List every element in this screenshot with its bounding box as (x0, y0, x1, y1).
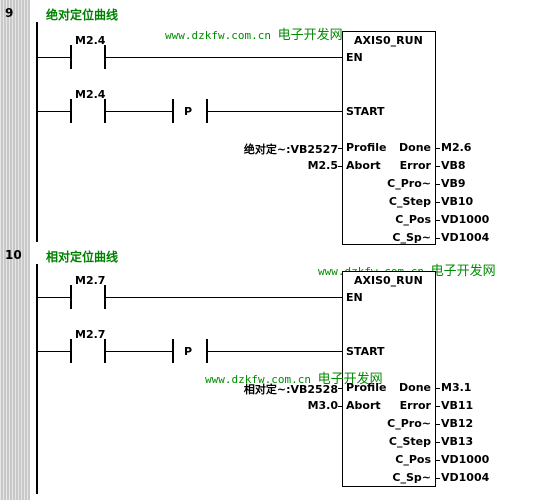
pin-c-pro: C_Pro~ (387, 417, 431, 430)
pin-done: Done (399, 141, 431, 154)
positive-transition-contact[interactable] (172, 99, 208, 123)
pin-error: Error (399, 159, 431, 172)
power-rail-9 (36, 22, 38, 242)
watermark-url: www.dzkfw.com.cn (165, 29, 271, 42)
pin-tick (338, 388, 343, 389)
pin-tick (435, 220, 440, 221)
positive-transition-contact[interactable] (172, 339, 208, 363)
pin-abort: Abort (346, 159, 381, 172)
pin-c-step: C_Step (388, 435, 431, 448)
pin-c-pos: C_Pos (395, 213, 431, 226)
en-contact-label[interactable]: M2.7 (75, 274, 106, 287)
output-c-sp-value[interactable]: VD1004 (441, 231, 490, 244)
pin-c-sp: C_Sp~ (392, 471, 431, 484)
output-error-value[interactable]: VB8 (441, 159, 466, 172)
pin-tick (435, 424, 440, 425)
wire (106, 111, 173, 112)
output-error-value[interactable]: VB11 (441, 399, 474, 412)
network-9-number[interactable]: 9 (5, 6, 14, 20)
wire (106, 297, 343, 298)
watermark-url: www.dzkfw.com.cn (205, 373, 311, 386)
pin-start: START (346, 345, 385, 358)
pin-en: EN (346, 51, 363, 64)
block-title: AXIS0_RUN (354, 274, 423, 287)
profile-parameter[interactable]: 相对定~:VB2528 (243, 383, 338, 396)
watermark-text: 电子开发网 (430, 264, 496, 279)
wire (208, 111, 343, 112)
pin-tick (435, 442, 440, 443)
power-rail-10 (36, 264, 38, 494)
wire (38, 111, 71, 112)
pin-tick (435, 478, 440, 479)
pin-c-step: C_Step (388, 195, 431, 208)
pin-tick (435, 388, 440, 389)
wire (208, 351, 343, 352)
watermark-text: 电子开发网 (317, 372, 383, 387)
output-c-pos-value[interactable]: VD1000 (441, 213, 490, 226)
pin-c-pro: C_Pro~ (387, 177, 431, 190)
pin-tick (435, 406, 440, 407)
function-block-axis0-run[interactable] (342, 31, 436, 245)
watermark-1: www.dzkfw.com.cn 电子开发网 (165, 24, 343, 43)
output-c-pos-value[interactable]: VD1000 (441, 453, 490, 466)
output-done-value[interactable]: M2.6 (441, 141, 472, 154)
watermark-3: www.dzkfw.com.cn 电子开发网 (205, 368, 383, 387)
pin-c-pos: C_Pos (395, 453, 431, 466)
output-c-sp-value[interactable]: VD1004 (441, 471, 490, 484)
function-block-axis0-run[interactable] (342, 271, 436, 487)
output-c-step-value[interactable]: VB13 (441, 435, 474, 448)
gutter-hatch (0, 0, 30, 500)
pin-tick (435, 202, 440, 203)
pin-c-sp: C_Sp~ (392, 231, 431, 244)
pin-done: Done (399, 381, 431, 394)
pin-profile: Profile (346, 381, 387, 394)
start-contact-label[interactable]: M2.7 (75, 328, 106, 341)
pin-error: Error (399, 399, 431, 412)
wire (106, 57, 343, 58)
pin-tick (435, 166, 440, 167)
pin-tick (435, 148, 440, 149)
block-title: AXIS0_RUN (354, 34, 423, 47)
wire (106, 351, 173, 352)
p-label: P (184, 105, 193, 118)
network-10-title[interactable]: 相对定位曲线 (46, 250, 119, 264)
pin-start: START (346, 105, 385, 118)
pin-tick (338, 166, 343, 167)
start-contact-label[interactable]: M2.4 (75, 88, 106, 101)
p-label: P (184, 345, 193, 358)
pin-profile: Profile (346, 141, 387, 154)
output-c-pro-value[interactable]: VB12 (441, 417, 474, 430)
normally-open-contact-en[interactable] (70, 285, 106, 309)
pin-tick (435, 238, 440, 239)
normally-open-contact-en[interactable] (70, 45, 106, 69)
en-contact-label[interactable]: M2.4 (75, 34, 106, 47)
abort-parameter[interactable]: M2.5 (307, 159, 338, 172)
pin-en: EN (346, 291, 363, 304)
normally-open-contact-start[interactable] (70, 99, 106, 123)
pin-abort: Abort (346, 399, 381, 412)
wire (38, 57, 71, 58)
output-c-pro-value[interactable]: VB9 (441, 177, 466, 190)
watermark-text: 电子开发网 (277, 28, 343, 43)
pin-tick (435, 184, 440, 185)
output-done-value[interactable]: M3.1 (441, 381, 472, 394)
network-9-title[interactable]: 绝对定位曲线 (46, 8, 119, 22)
wire (38, 297, 71, 298)
pin-tick (435, 460, 440, 461)
pin-tick (338, 406, 343, 407)
network-10-number[interactable]: 10 (5, 248, 22, 262)
profile-parameter[interactable]: 绝对定~:VB2527 (243, 143, 338, 156)
normally-open-contact-start[interactable] (70, 339, 106, 363)
pin-tick (338, 148, 343, 149)
output-c-step-value[interactable]: VB10 (441, 195, 474, 208)
abort-parameter[interactable]: M3.0 (307, 399, 338, 412)
wire (38, 351, 71, 352)
